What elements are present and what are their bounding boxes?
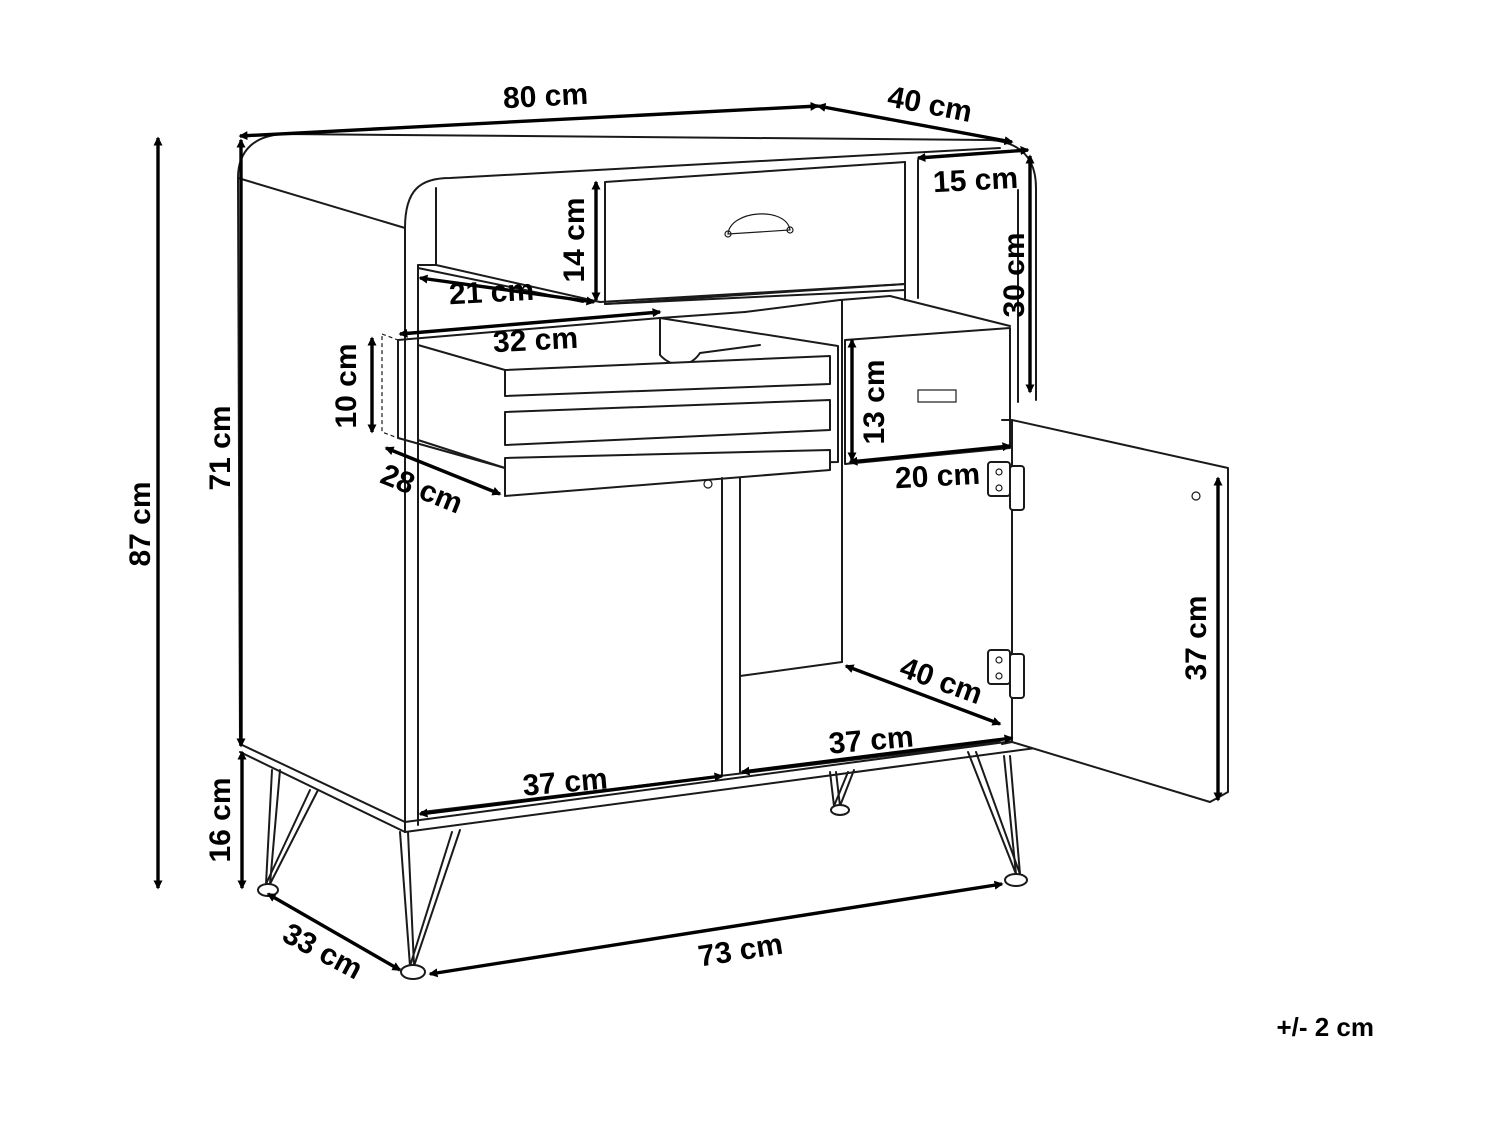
cup-handle-icon — [727, 213, 791, 235]
label-shelf-depth: 15 cm — [932, 162, 1019, 199]
label-small-drawer-height: 13 cm — [858, 359, 891, 444]
label-drawer-depth: 28 cm — [376, 458, 467, 520]
dim-line-drawer-depth — [384, 446, 502, 496]
dim-line-leg-depth — [266, 892, 402, 972]
hinge-top-icon — [987, 461, 1025, 511]
dim-line-top-depth — [816, 102, 1014, 146]
dim-line-cabinet-inner-depth — [844, 664, 1002, 726]
label-cabinet-right-width: 37 cm — [827, 720, 915, 760]
hairpin-legs — [257, 751, 1028, 980]
dim-line-small-drawer-width — [848, 442, 1012, 466]
open-drawer-right — [659, 295, 1011, 465]
dimension-lines — [153, 101, 1223, 978]
label-drawer-front-height: 14 cm — [558, 197, 591, 282]
tolerance-note: +/- 2 cm — [1276, 1012, 1374, 1042]
label-door-height: 37 cm — [1180, 595, 1213, 680]
label-drawer-height: 10 cm — [330, 343, 363, 428]
label-body-height: 71 cm — [204, 405, 237, 490]
dim-line-top-width — [238, 101, 820, 141]
label-leg-height: 16 cm — [204, 777, 237, 862]
dim-line-leg-width — [428, 880, 1004, 978]
label-drawer-width: 32 cm — [492, 322, 579, 359]
label-shelf-inner-width: 21 cm — [448, 274, 535, 311]
dim-line-shelf-depth — [916, 146, 1030, 162]
sideboard-drawing — [237, 133, 1229, 980]
label-leg-width: 73 cm — [696, 928, 785, 974]
open-drawer-left — [381, 317, 839, 497]
label-cabinet-left-width: 37 cm — [521, 762, 609, 802]
label-top-width: 80 cm — [502, 78, 589, 115]
label-total-height: 87 cm — [124, 481, 157, 566]
dim-line-drawer-width — [398, 308, 662, 338]
dim-line-cabinet-left-width — [418, 772, 724, 818]
label-leg-depth: 33 cm — [277, 917, 368, 986]
dim-line-shelf-inner-width — [418, 274, 596, 306]
hinge-bottom-icon — [987, 649, 1025, 699]
label-shelf-height: 30 cm — [998, 232, 1031, 317]
bar-handle-icon — [917, 389, 957, 403]
label-small-drawer-width: 20 cm — [894, 458, 981, 495]
dim-line-cabinet-right-width — [740, 734, 1014, 776]
top-drawer-front — [604, 161, 906, 305]
